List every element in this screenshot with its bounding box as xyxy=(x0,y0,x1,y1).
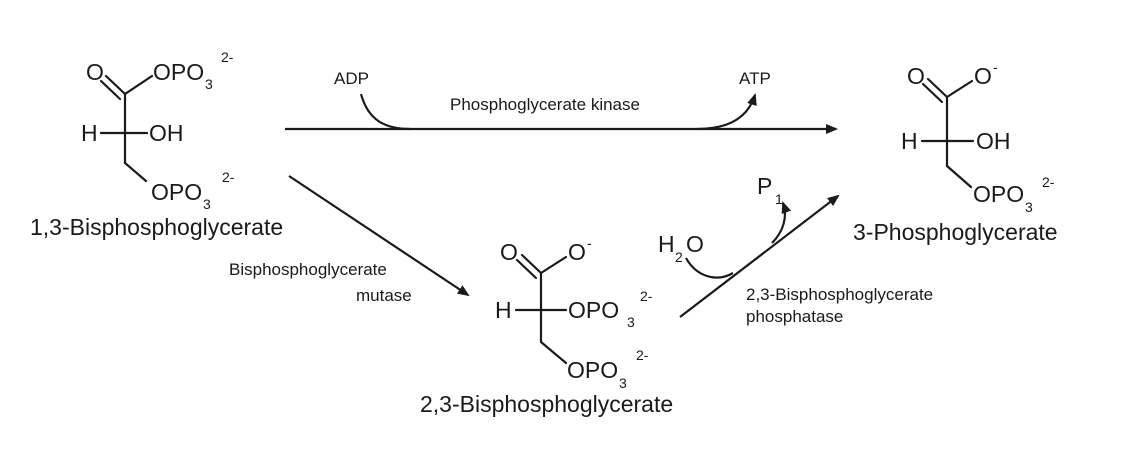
molecule-name-2-3-bpg: 2,3-Bisphosphoglycerate xyxy=(420,391,673,417)
water-subscript: 2 xyxy=(675,249,683,265)
carbonyl-oxygen: O xyxy=(500,239,518,265)
water-curve xyxy=(685,257,734,279)
mutase-arrow xyxy=(288,175,470,297)
ester-bond xyxy=(123,74,154,96)
bottom-phosphate-subscript: 3 xyxy=(203,196,211,212)
mutase-enzyme-label-line1: Bisphosphoglycerate xyxy=(229,260,387,279)
phosphate-subscript: 1 xyxy=(775,191,783,207)
top-phosphate-group: OPO xyxy=(153,59,204,85)
molecule-2-3-bisphosphoglycerate: O O - H OPO 3 2- OPO 3 2- 2,3-Bisphospho… xyxy=(420,235,673,417)
hydrogen-label: H xyxy=(901,128,918,154)
atp-label: ATP xyxy=(739,69,771,88)
bottom-phosphate-group: OPO xyxy=(567,357,618,383)
kinase-enzyme-label: Phosphoglycerate kinase xyxy=(450,95,640,114)
carboxylate-oxygen: O xyxy=(568,239,586,265)
carbonyl-oxygen: O xyxy=(86,59,104,85)
water-o: O xyxy=(686,231,704,257)
phosphatase-arrow xyxy=(679,194,840,318)
phosphatase-enzyme-label-line2: phosphatase xyxy=(746,307,843,326)
mutase-reaction: Bisphosphoglycerate mutase xyxy=(229,175,470,305)
middle-phosphate-group: OPO xyxy=(568,297,619,323)
bottom-phosphate-charge: 2- xyxy=(636,347,649,363)
water-h: H xyxy=(658,231,675,257)
hydrogen-label: H xyxy=(81,120,98,146)
hydroxyl-label: OH xyxy=(149,120,184,146)
bottom-phosphate-group: OPO xyxy=(151,179,202,205)
phosphate-p: P xyxy=(757,173,772,199)
carbonyl-bond-b xyxy=(921,82,944,104)
carboxylate-charge: - xyxy=(587,235,592,251)
bottom-phosphate-charge: 2- xyxy=(222,169,235,185)
molecule-name-3-pg: 3-Phosphoglycerate xyxy=(853,219,1058,245)
mutase-enzyme-label-line2: mutase xyxy=(356,286,412,305)
carboxylate-charge: - xyxy=(993,59,998,75)
carbonyl-bond-a xyxy=(520,253,543,275)
phosphatase-reaction: H 2 O P 1 2,3-Bisphosphoglycerate phosph… xyxy=(658,173,933,326)
hydroxyl-label: OH xyxy=(976,128,1011,154)
bottom-phosphate-subscript: 3 xyxy=(1025,199,1033,215)
bottom-phosphate-subscript: 3 xyxy=(619,375,627,391)
adp-curve xyxy=(359,93,411,131)
phosphatase-enzyme-label-line1: 2,3-Bisphosphoglycerate xyxy=(746,285,933,304)
bottom-phosphate-group: OPO xyxy=(973,181,1024,207)
hydrogen-label: H xyxy=(495,297,512,323)
carboxylate-oxygen: O xyxy=(974,63,992,89)
kinase-reaction: ADP ATP Phosphoglycerate kinase xyxy=(285,69,838,134)
carbonyl-bond-a xyxy=(926,77,949,99)
carboxylate-bond xyxy=(945,79,974,99)
molecule-1-3-bisphosphoglycerate: O OPO 3 2- H OH OPO 3 2- 1,3-Bisphosphog… xyxy=(30,49,283,240)
top-phosphate-charge: 2- xyxy=(221,49,234,65)
top-phosphate-subscript: 3 xyxy=(205,76,213,92)
carbonyl-bond-b xyxy=(99,79,122,101)
bottom-phosphate-charge: 2- xyxy=(1042,174,1055,190)
phosphate-bond xyxy=(123,161,148,183)
phosphate-bond xyxy=(539,340,568,365)
phosphate-bond xyxy=(945,164,973,189)
molecule-3-phosphoglycerate: O O - H OH OPO 3 2- 3-Phosphoglycerate xyxy=(853,59,1058,245)
adp-label: ADP xyxy=(334,69,369,88)
molecule-name-1-3-bpg: 1,3-Bisphosphoglycerate xyxy=(30,214,283,240)
carbonyl-oxygen: O xyxy=(907,63,925,89)
atp-curve xyxy=(696,93,757,131)
pi-curve xyxy=(771,201,792,244)
middle-phosphate-charge: 2- xyxy=(640,288,653,304)
carbonyl-bond-b xyxy=(515,258,538,280)
middle-phosphate-subscript: 3 xyxy=(627,314,635,330)
carboxylate-bond xyxy=(539,255,568,275)
carbonyl-bond-a xyxy=(104,74,127,96)
